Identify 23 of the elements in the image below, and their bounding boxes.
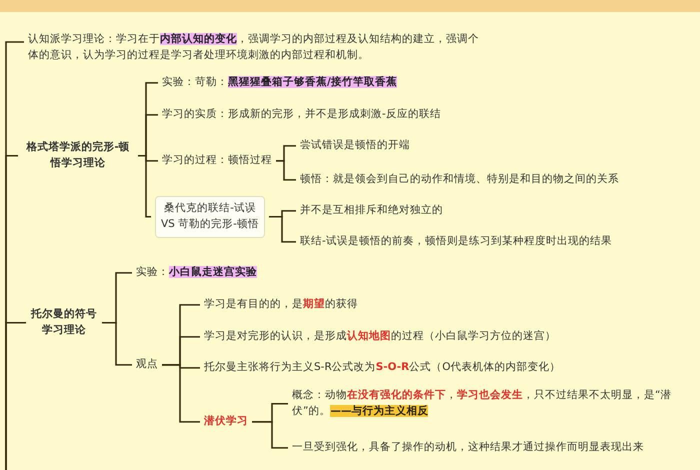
mind-map-item: 一旦受到强化，具备了操作的动机，这种结果才通过操作而明显表现出来 [292,440,644,456]
mind-map-item: 学习是对完形的认识，是形成认知地图的过程（小白鼠学习方位的迷宫） [204,329,556,345]
connector-line [102,322,132,366]
mind-map-item: 认知派学习理论：学习在于内部认知的变化，强调学习的内部过程及认知结构的建立，强调个体的意识，认为学习的过程是学习者处理环境刺激的内部过程和机制。 [28,32,480,64]
mind-map-item: 联结-试误是顿悟的前奏，顿悟则是练习到某种程度时出现的结果 [300,234,612,250]
comparison-box: 桑代克的联结-试误 VS 苛勒的完形-顿悟 [155,196,265,238]
mind-map-item: 学习是有目的的，是期望的获得 [204,297,358,313]
mind-map-item: 学习的实质：形成新的完形，并不是形成刺激-反应的联结 [162,107,441,123]
mind-map-item: 尝试错误是顿悟的开端 [300,138,410,154]
mind-map-item: 并不是互相排斥和绝对独立的 [300,203,443,219]
connector-line [252,421,288,449]
topic-heading: 托尔曼的符号学习理论 [30,307,98,338]
connector-line [138,154,151,218]
mind-map-item: 托尔曼主张将行为主义S-R公式改为S-O-R公式（O代表机体的内部变化） [204,360,560,376]
mind-map-item: 顿悟：就是领会到自己的动作和情境、特别是和目的物之间的关系 [300,172,619,188]
mind-map-item: 学习的过程：顿悟过程 [162,153,272,169]
mind-map-item: 观点 [136,357,158,373]
topic-heading: 格式塔学派的完形-顿悟学习理论 [22,140,134,172]
connector-line [276,160,296,181]
connector-line [5,322,26,470]
connector-line [162,364,200,423]
topic-heading: 潜伏学习 [204,414,248,430]
mind-map-item: 概念：动物在没有强化的条件下，学习也会发生，只不过结果不太明显，是“潜伏”的。——与行为主义相反 [292,388,692,420]
